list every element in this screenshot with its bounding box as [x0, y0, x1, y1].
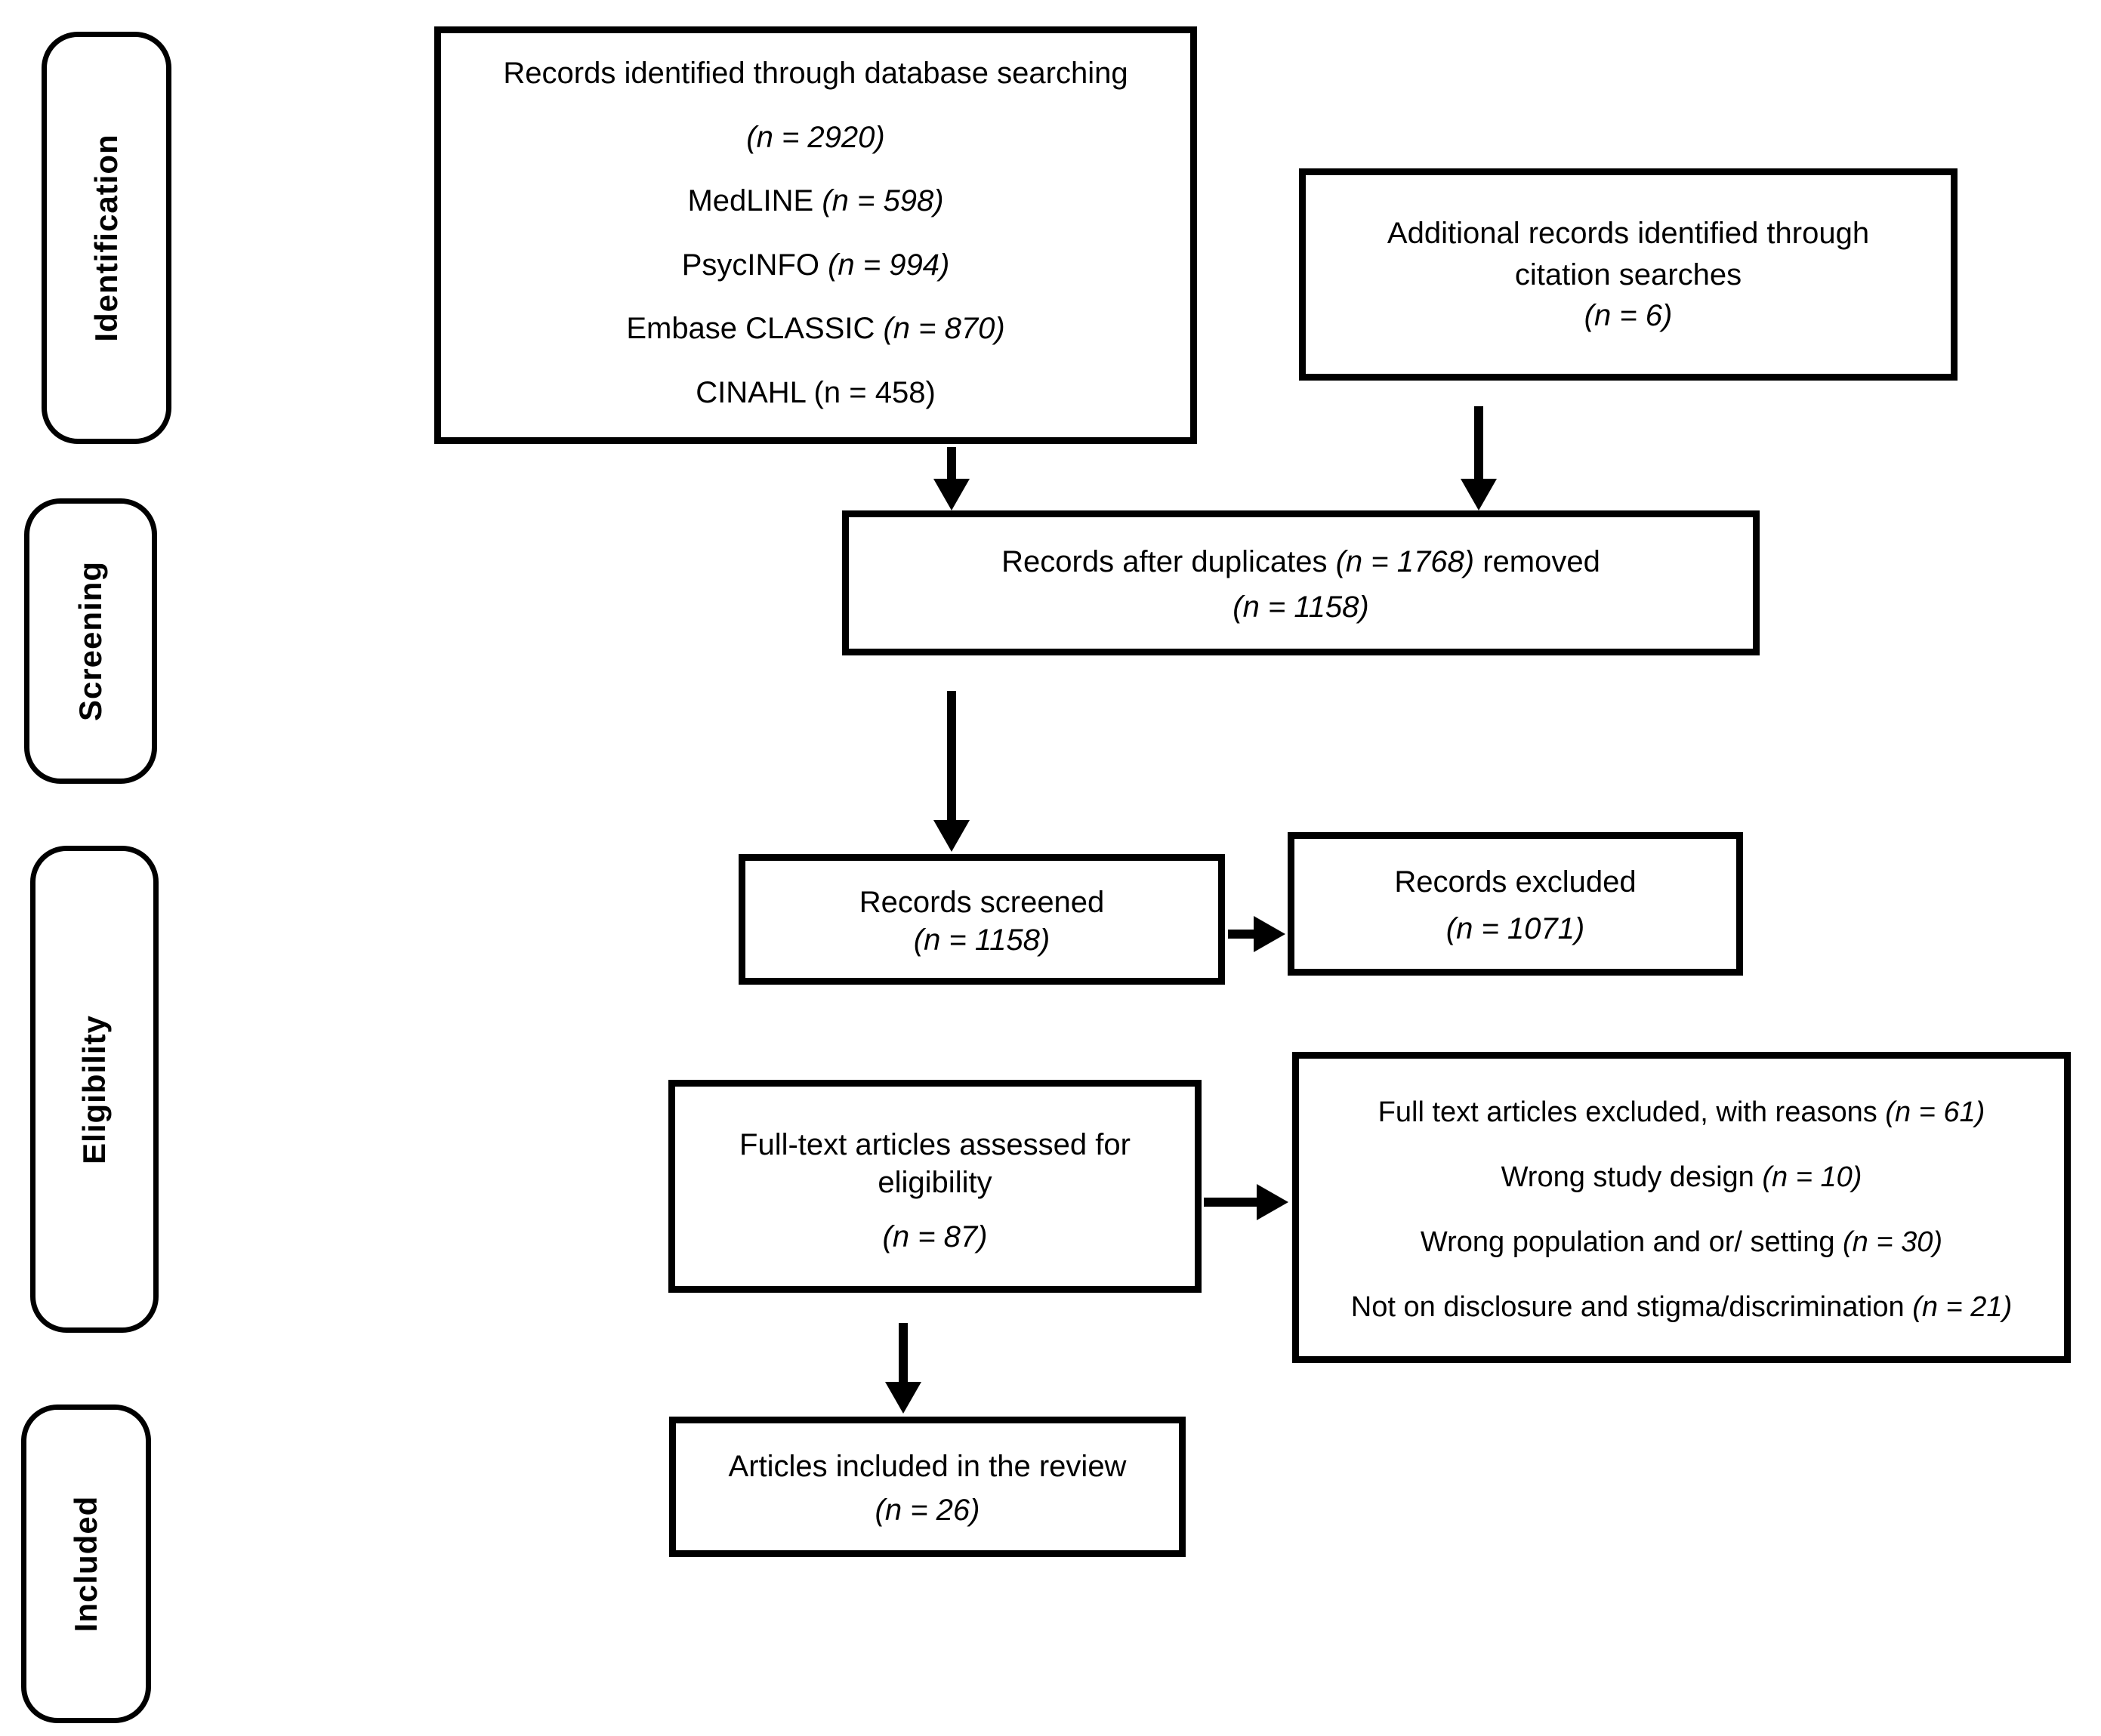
box-records-identified-embase: Embase CLASSIC (n = 870) — [626, 312, 1005, 346]
box-records-screened-count: (n = 1158) — [913, 924, 1050, 957]
box-records-identified: Records identified through database sear… — [434, 26, 1197, 444]
arrow-screened-to-excluded — [1228, 916, 1285, 952]
box-records-excluded: Records excluded (n = 1071) — [1288, 832, 1743, 976]
box-records-screened-title: Records screened — [859, 886, 1105, 919]
box-fulltext-excluded-reason-topic: Not on disclosure and stigma/discriminat… — [1350, 1291, 2013, 1324]
stage-label-screening: Screening — [73, 560, 108, 722]
stage-label-included: Included — [68, 1495, 103, 1633]
stage-box-eligibility: Eligibility — [30, 846, 159, 1333]
arrow-shaft — [947, 447, 956, 479]
arrow-shaft — [947, 691, 956, 820]
box-articles-included-title: Articles included in the review — [728, 1450, 1127, 1483]
box-records-excluded-count: (n = 1071) — [1445, 912, 1585, 945]
box-fulltext-excluded-reason-design: Wrong study design (n = 10) — [1501, 1161, 1862, 1194]
box-fulltext-assessed: Full-text articles assessed for eligibil… — [668, 1080, 1202, 1293]
arrow-assessed-to-fulltext-excluded — [1204, 1184, 1288, 1220]
arrow-down-head — [1461, 479, 1497, 510]
arrow-down-head — [885, 1382, 921, 1414]
arrow-shaft — [1204, 1198, 1257, 1207]
box-fulltext-assessed-count: (n = 87) — [882, 1220, 988, 1253]
box-articles-included-count: (n = 26) — [875, 1494, 980, 1527]
box-additional-records-line1: Additional records identified through — [1387, 217, 1870, 250]
box-articles-included: Articles included in the review (n = 26) — [669, 1417, 1186, 1557]
box-records-identified-count: (n = 2920) — [746, 120, 885, 154]
arrow-additional-to-duplicates — [1461, 406, 1497, 510]
stage-box-identification: Identification — [42, 32, 171, 444]
arrow-shaft — [1474, 406, 1483, 479]
box-records-screened: Records screened (n = 1158) — [739, 854, 1225, 985]
arrow-down-head — [933, 820, 970, 852]
stage-label-identification: Identification — [88, 134, 124, 342]
box-duplicates-removed-count: (n = 1158) — [1233, 590, 1369, 624]
arrow-right-head — [1254, 916, 1285, 952]
box-duplicates-removed: Records after duplicates (n = 1768) remo… — [842, 510, 1760, 655]
stage-label-eligibility: Eligibility — [76, 1014, 112, 1164]
arrow-shaft — [1228, 930, 1254, 939]
box-records-identified-psycinfo: PsycINFO (n = 994) — [681, 248, 950, 282]
box-records-excluded-title: Records excluded — [1394, 865, 1637, 899]
box-duplicates-removed-title: Records after duplicates (n = 1768) remo… — [1001, 545, 1600, 578]
box-additional-records-line2: citation searches — [1514, 257, 1742, 291]
arrow-duplicates-to-screened — [933, 691, 970, 852]
box-fulltext-excluded: Full text articles excluded, with reason… — [1292, 1052, 2071, 1363]
box-records-identified-medline: MedLINE (n = 598) — [687, 184, 944, 218]
arrow-shaft — [899, 1323, 908, 1382]
box-records-identified-cinahl: CINAHL (n = 458) — [696, 375, 936, 409]
arrow-right-head — [1257, 1184, 1288, 1220]
box-fulltext-assessed-title: Full-text articles assessed for eligibil… — [739, 1128, 1131, 1199]
stage-box-included: Included — [21, 1405, 151, 1723]
arrow-down-head — [933, 479, 970, 510]
box-additional-records: Additional records identified through ci… — [1299, 168, 1958, 381]
box-fulltext-excluded-title: Full text articles excluded, with reason… — [1378, 1096, 1985, 1128]
box-additional-records-count: (n = 6) — [1584, 299, 1673, 332]
box-fulltext-excluded-reason-population: Wrong population and or/ setting (n = 30… — [1420, 1226, 1943, 1259]
stage-box-screening: Screening — [24, 498, 157, 784]
box-records-identified-title: Records identified through database sear… — [503, 57, 1128, 90]
arrow-identified-to-duplicates — [933, 447, 970, 510]
arrow-assessed-to-included — [885, 1323, 921, 1414]
